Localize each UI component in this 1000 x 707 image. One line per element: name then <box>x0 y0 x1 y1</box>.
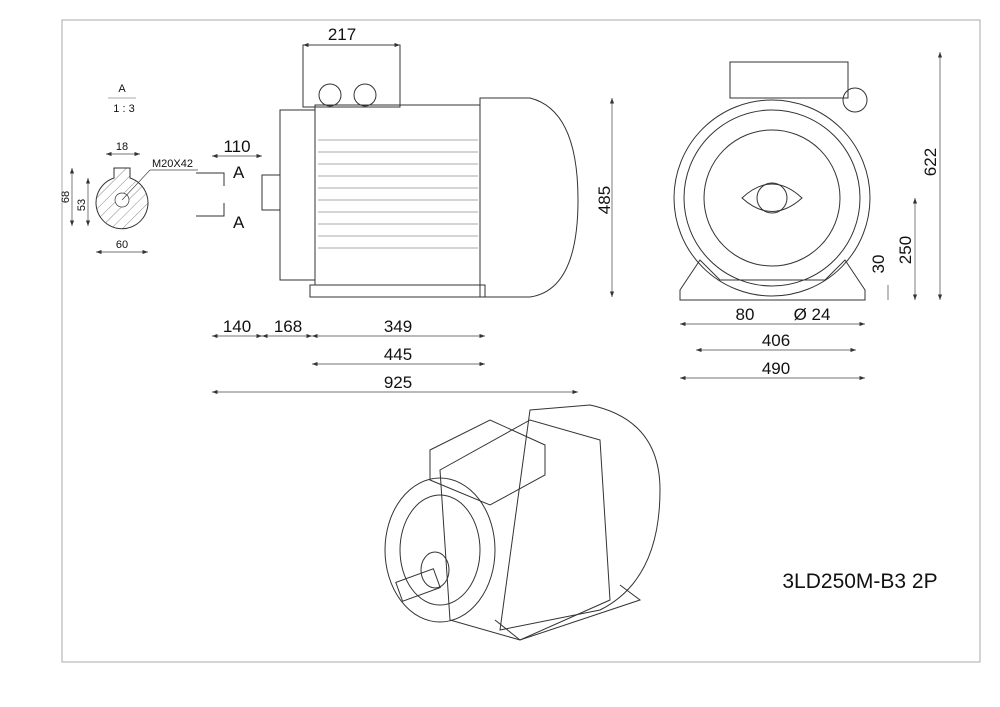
dim-140: 140 <box>223 317 251 336</box>
height-total-dim: 68 <box>60 191 72 203</box>
section-marker-bottom: A <box>233 213 245 232</box>
drawing-frame <box>61 19 981 663</box>
shaft-height-dim: 250 <box>896 236 915 264</box>
height-key-dim: 53 <box>76 199 88 211</box>
dim-349: 349 <box>384 317 412 336</box>
foot-height-dim: 30 <box>869 255 888 274</box>
key-width-dim: 18 <box>116 141 128 153</box>
dim-445: 445 <box>384 345 412 364</box>
isometric-motor-view <box>384 404 661 641</box>
overall-width-dim: 490 <box>762 359 790 378</box>
cooling-fins <box>318 139 478 249</box>
section-view-a: A 1 : 3 18 M20X42 68 53 60 <box>60 83 198 255</box>
overall-length-dim: 925 <box>384 373 412 392</box>
section-label: A <box>118 83 126 95</box>
front-view: 622 250 30 80 Ø 24 406 490 <box>673 52 943 381</box>
shaft-length-dim: 110 <box>223 137 250 156</box>
hole-diameter-dim: Ø 24 <box>794 305 831 324</box>
side-view: 217 110 A A 485 140 168 349 445 925 <box>196 25 615 395</box>
foot-hole-spacing-dim: 406 <box>762 331 790 350</box>
height-dim: 485 <box>595 186 614 214</box>
model-title: 3LD250M-B3 2P <box>782 570 937 593</box>
diameter-dim: 60 <box>116 239 128 251</box>
section-marker-top: A <box>233 163 245 182</box>
dim-168: 168 <box>274 317 302 336</box>
foot-width-dim: 80 <box>736 305 755 324</box>
terminal-box-width-dim: 217 <box>328 25 356 44</box>
thread-dim: M20X42 <box>152 158 193 170</box>
overall-height-dim: 622 <box>921 148 940 176</box>
section-scale: 1 : 3 <box>113 103 134 115</box>
